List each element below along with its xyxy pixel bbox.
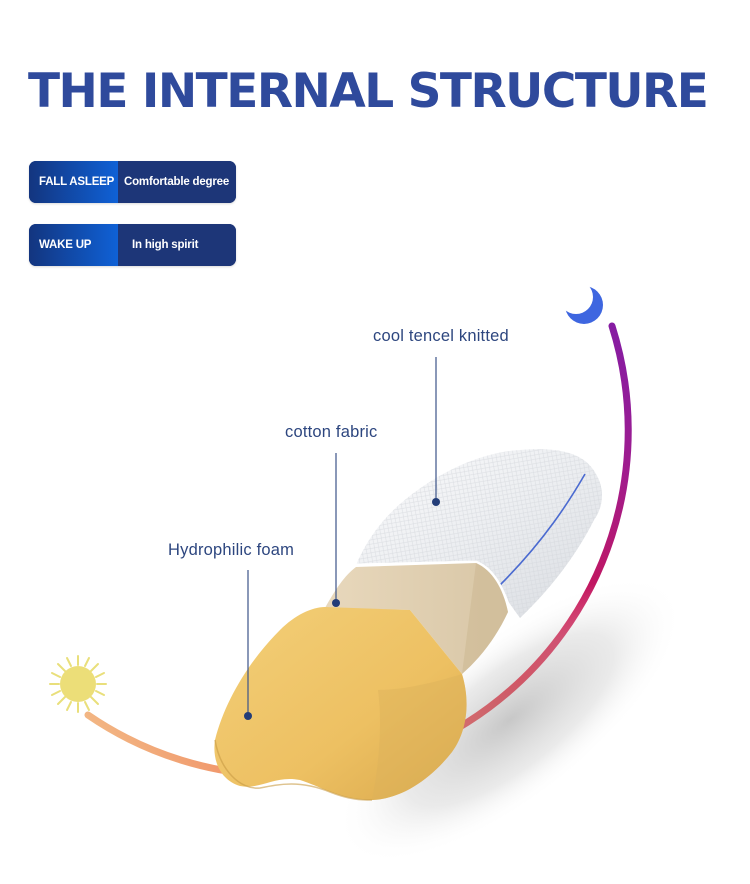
label-cool-tencel: cool tencel knitted [373,327,509,345]
label-hydrophilic-foam: Hydrophilic foam [168,541,295,559]
leader-hydrophilic-foam [244,570,252,720]
label-cotton-fabric: cotton fabric [285,423,378,441]
leader-cotton-fabric [332,453,340,607]
pillow-shadow [337,576,683,864]
badge-wake-up: WAKE UP In high spirit [29,224,236,266]
leader-cool-tencel [432,357,440,506]
sun-icon [49,655,107,713]
badge-key: WAKE UP [29,224,118,266]
pillow-foam-layer [214,607,467,801]
page-title: THE INTERNAL STRUCTURE [28,64,709,119]
badge-value: In high spirit [118,224,236,266]
badge-value: Comfortable degree [118,161,236,203]
moon-icon [559,280,603,324]
badge-key: FALL ASLEEP [29,161,118,203]
pillow-fabric-layer [325,563,508,674]
badge-fall-asleep: FALL ASLEEP Comfortable degree [29,161,236,203]
pillow-knit-layer [355,449,602,618]
